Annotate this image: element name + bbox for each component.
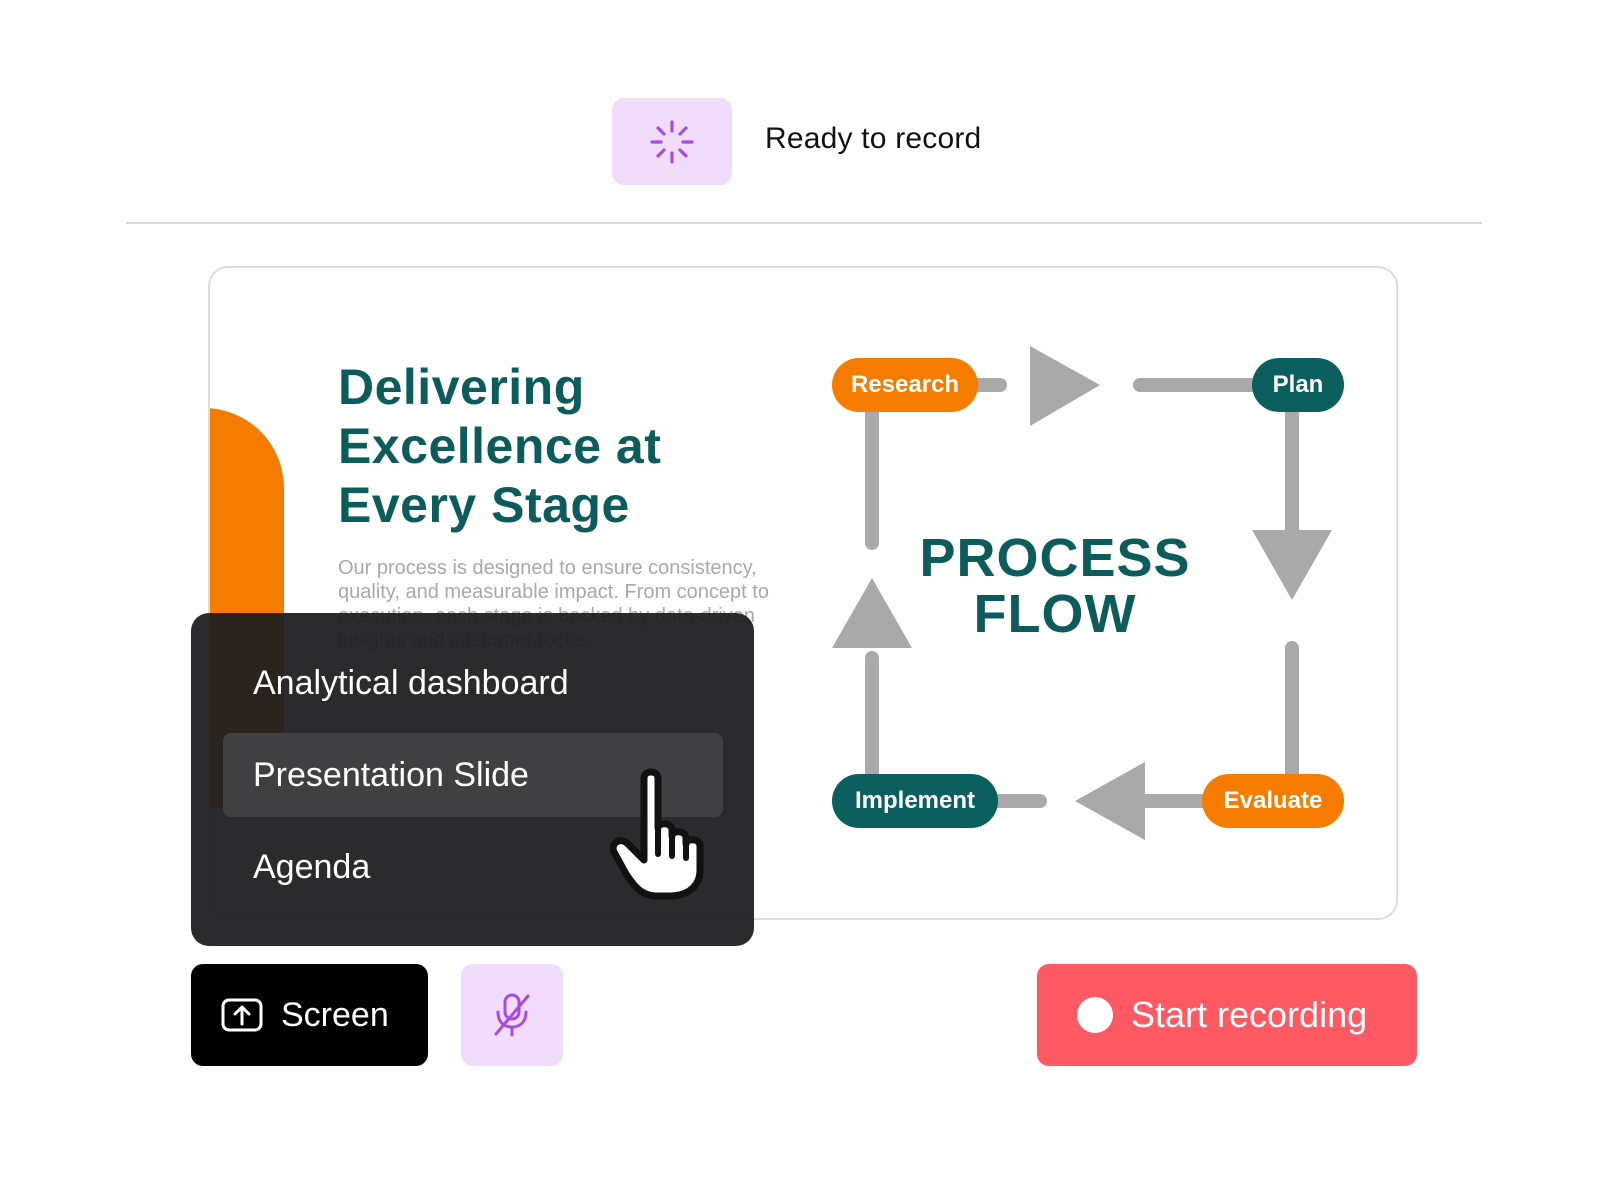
flow-node-evaluate: Evaluate	[1202, 774, 1344, 828]
status-indicator	[612, 98, 732, 185]
loading-spinner-icon	[650, 119, 694, 164]
menu-item-agenda[interactable]: Agenda	[253, 847, 371, 886]
process-flow-title-line1: PROCESS	[919, 528, 1191, 588]
arrow-down-icon	[1252, 530, 1332, 600]
process-flow-diagram	[832, 346, 1332, 840]
record-dot-icon	[1077, 997, 1113, 1033]
hand-pointer-cursor-icon	[610, 768, 704, 900]
flow-node-implement: Implement	[832, 774, 998, 828]
start-recording-label: Start recording	[1131, 994, 1368, 1035]
mic-off-icon	[494, 993, 530, 1037]
process-flow-title: PROCESS FLOW	[900, 530, 1210, 642]
start-recording-button[interactable]: Start recording	[1037, 964, 1417, 1066]
microphone-toggle-button[interactable]	[461, 964, 563, 1066]
status-text: Ready to record	[765, 122, 982, 155]
menu-item-presentation-slide[interactable]: Presentation Slide	[223, 733, 723, 817]
screen-button-label: Screen	[281, 995, 389, 1034]
arrow-right-icon	[1030, 346, 1100, 426]
menu-item-analytical-dashboard[interactable]: Analytical dashboard	[253, 663, 569, 702]
arrow-up-icon	[832, 578, 912, 648]
screen-share-icon	[221, 998, 263, 1032]
screen-source-button[interactable]: Screen	[191, 964, 428, 1066]
flow-node-plan: Plan	[1252, 358, 1344, 412]
arrow-left-icon	[1075, 762, 1145, 840]
process-flow-title-line2: FLOW	[973, 584, 1137, 644]
slide-title: Delivering Excellence at Every Stage	[338, 359, 662, 533]
flow-node-research: Research	[832, 358, 978, 412]
header-divider	[126, 222, 1482, 224]
